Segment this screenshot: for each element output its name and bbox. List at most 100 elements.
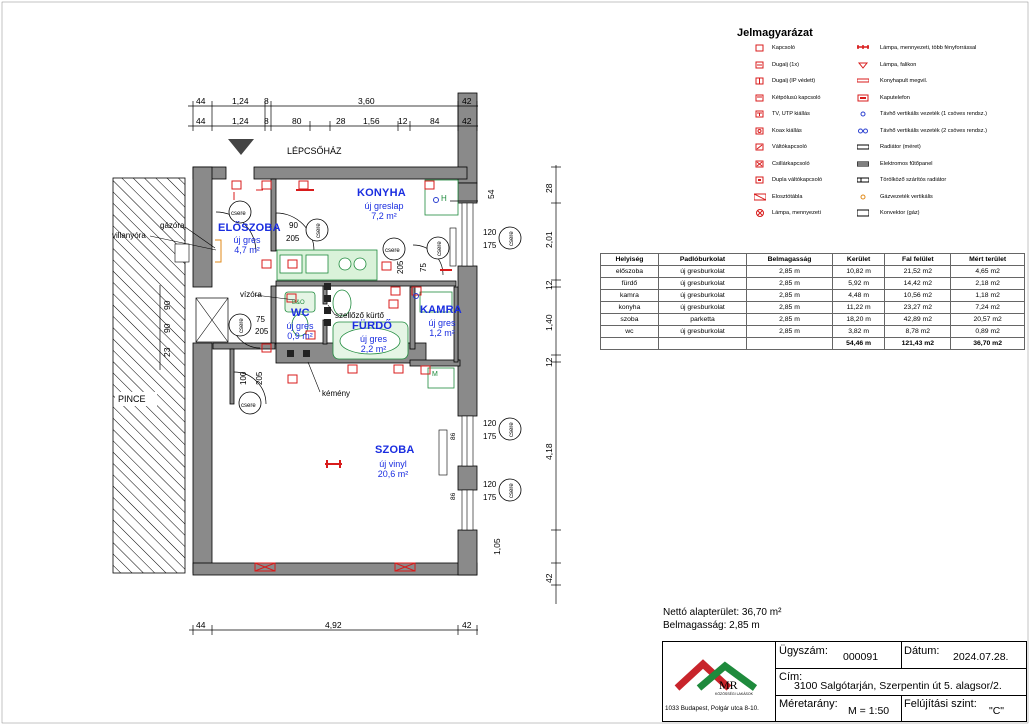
header-wall-area: Fal felület xyxy=(884,253,952,266)
company-logo-icon xyxy=(674,659,758,691)
table-total-cell: 36,70 m2 xyxy=(950,337,1025,350)
dim-top1: 1,24 xyxy=(232,96,249,106)
radiator-icon xyxy=(852,143,874,151)
legend-label: Gázvezeték vertikális xyxy=(880,193,933,200)
legend-item: TV, UTP kiállás xyxy=(754,110,810,118)
legend-label: Dupla váltókapcsoló xyxy=(772,177,823,183)
room-floor-eloszoba: új gres xyxy=(233,235,261,245)
legend-label: Kétpólusú kapcsoló xyxy=(772,94,821,101)
table-cell: 2,18 m2 xyxy=(950,277,1025,290)
radiator-dim: 86 xyxy=(450,432,457,440)
header-height: Belmagasság xyxy=(746,253,833,266)
door-dim: 205 xyxy=(396,260,405,274)
coax-icon xyxy=(754,127,766,135)
tb-divider xyxy=(775,668,1026,669)
room-floor-furdo: új gres xyxy=(359,334,387,344)
vent-label: szellőző kürtő xyxy=(335,311,384,320)
room-area-eloszoba: 4,7 m² xyxy=(234,245,260,255)
window-dim: 175 xyxy=(483,493,497,502)
legend-item: Lámpa, mennyezeti, több fényforrással xyxy=(852,44,976,52)
table-cell: 10,56 m2 xyxy=(884,289,952,302)
legend-item: Váltókapcsoló xyxy=(754,143,807,151)
logo-text: MR xyxy=(719,678,738,692)
electric-symbols xyxy=(215,180,452,572)
single-pipe-icon xyxy=(852,110,874,118)
dim-right: 54 xyxy=(486,189,496,199)
table-cell: wc xyxy=(600,325,659,338)
table-cell: előszoba xyxy=(600,265,659,278)
legend-item: Törölköző szárítós radiátor xyxy=(852,176,946,184)
tb-divider xyxy=(775,695,1026,696)
legend-label: Csillárkapcsoló xyxy=(772,160,810,167)
table-cell: új gresburkolat xyxy=(657,265,748,278)
table-cell: 0,89 m2 xyxy=(950,325,1025,338)
fan-label: csere xyxy=(437,241,443,256)
scale-value: M = 1:50 xyxy=(848,705,890,717)
dim-top2: 1,56 xyxy=(363,116,380,126)
table-total-cell: 121,43 m2 xyxy=(884,337,952,350)
legend-title: Jelmagyarázat xyxy=(737,27,813,39)
chimney-label: kémény xyxy=(322,389,350,398)
boiler-label: B&O xyxy=(292,300,305,306)
tb-divider xyxy=(775,642,776,721)
fan-label: csere xyxy=(316,223,322,238)
dim-right: 28 xyxy=(544,183,554,193)
dim-left: 23 xyxy=(162,347,172,357)
room-name-wc: WC xyxy=(291,307,310,319)
legend-label: TV, UTP kiállás xyxy=(772,111,810,117)
legend-label: Lámpa, mennyezeti, több fényforrással xyxy=(880,45,977,51)
room-area-konyha: 7,2 m² xyxy=(371,211,397,221)
table-cell: 1,18 m2 xyxy=(950,289,1025,302)
legend-item: Távhő vertikális vezeték (1 csöves rends… xyxy=(852,110,987,118)
date-value: 2024.07.28. xyxy=(953,651,1009,663)
table-cell: 11,22 m xyxy=(831,301,886,314)
legend-item: Elektromos fűtőpanel xyxy=(852,160,933,168)
distribution-board-icon xyxy=(754,193,766,201)
socket-icon xyxy=(754,61,766,69)
table-cell: szoba xyxy=(600,313,659,326)
legend-item: Kapcsoló xyxy=(754,44,795,52)
dim-right: 42 xyxy=(544,573,554,583)
table-cell: 2,85 m xyxy=(746,325,833,338)
table-cell: 4,65 m2 xyxy=(950,265,1025,278)
table-cell: 7,24 m2 xyxy=(950,301,1025,314)
legend-item: Radiátor (méret) xyxy=(852,143,921,151)
entrance-arrow xyxy=(228,139,254,155)
cellar-label: PINCE xyxy=(118,394,146,404)
window-dim: 120 xyxy=(483,419,497,428)
level-label: Felújítási szint: xyxy=(904,698,977,710)
door-dim: 205 xyxy=(286,234,300,243)
office-address: 1033 Budapest, Polgár utca 8-10. xyxy=(665,705,759,712)
dim-top1: 44 xyxy=(196,96,206,106)
hood-label: H xyxy=(441,194,447,203)
fan-label: csere xyxy=(509,422,515,437)
legend-label: Dugalj (IP védett) xyxy=(772,78,816,84)
table-cell: 2,85 m xyxy=(746,277,833,290)
legend-label: Törölköző szárítós radiátor xyxy=(880,177,947,183)
table-cell: 4,48 m xyxy=(831,289,886,302)
table-cell: parketta xyxy=(657,313,748,326)
table-total-cell xyxy=(600,337,659,350)
cellar-hatch xyxy=(112,177,186,574)
case-label: Ügyszám: xyxy=(779,645,828,657)
gas-meter-label: gázóra xyxy=(160,221,185,230)
dim-top2: 44 xyxy=(196,116,206,126)
dim-bottom: 4,92 xyxy=(325,620,342,630)
fan-circles xyxy=(228,200,522,502)
window-dim: 120 xyxy=(483,228,497,237)
legend-label: Lámpa, mennyezeti xyxy=(772,210,821,216)
address-value: 3100 Salgótarján, Szerpentin út 5. alags… xyxy=(794,680,1002,692)
dim-top1: 42 xyxy=(462,96,472,106)
tv-icon xyxy=(754,110,766,118)
room-area-wc: 0,9 m² xyxy=(287,331,313,341)
table-cell: új gresburkolat xyxy=(657,277,748,290)
dim-top2: 8 xyxy=(264,116,269,126)
wall-lamp-icon xyxy=(852,61,874,69)
legend-item: Konyhapult megvil. xyxy=(852,77,927,85)
door-dim: 205 xyxy=(255,371,264,385)
legend-item: Dupla váltókapcsoló xyxy=(754,176,822,184)
window-dim: 120 xyxy=(483,480,497,489)
